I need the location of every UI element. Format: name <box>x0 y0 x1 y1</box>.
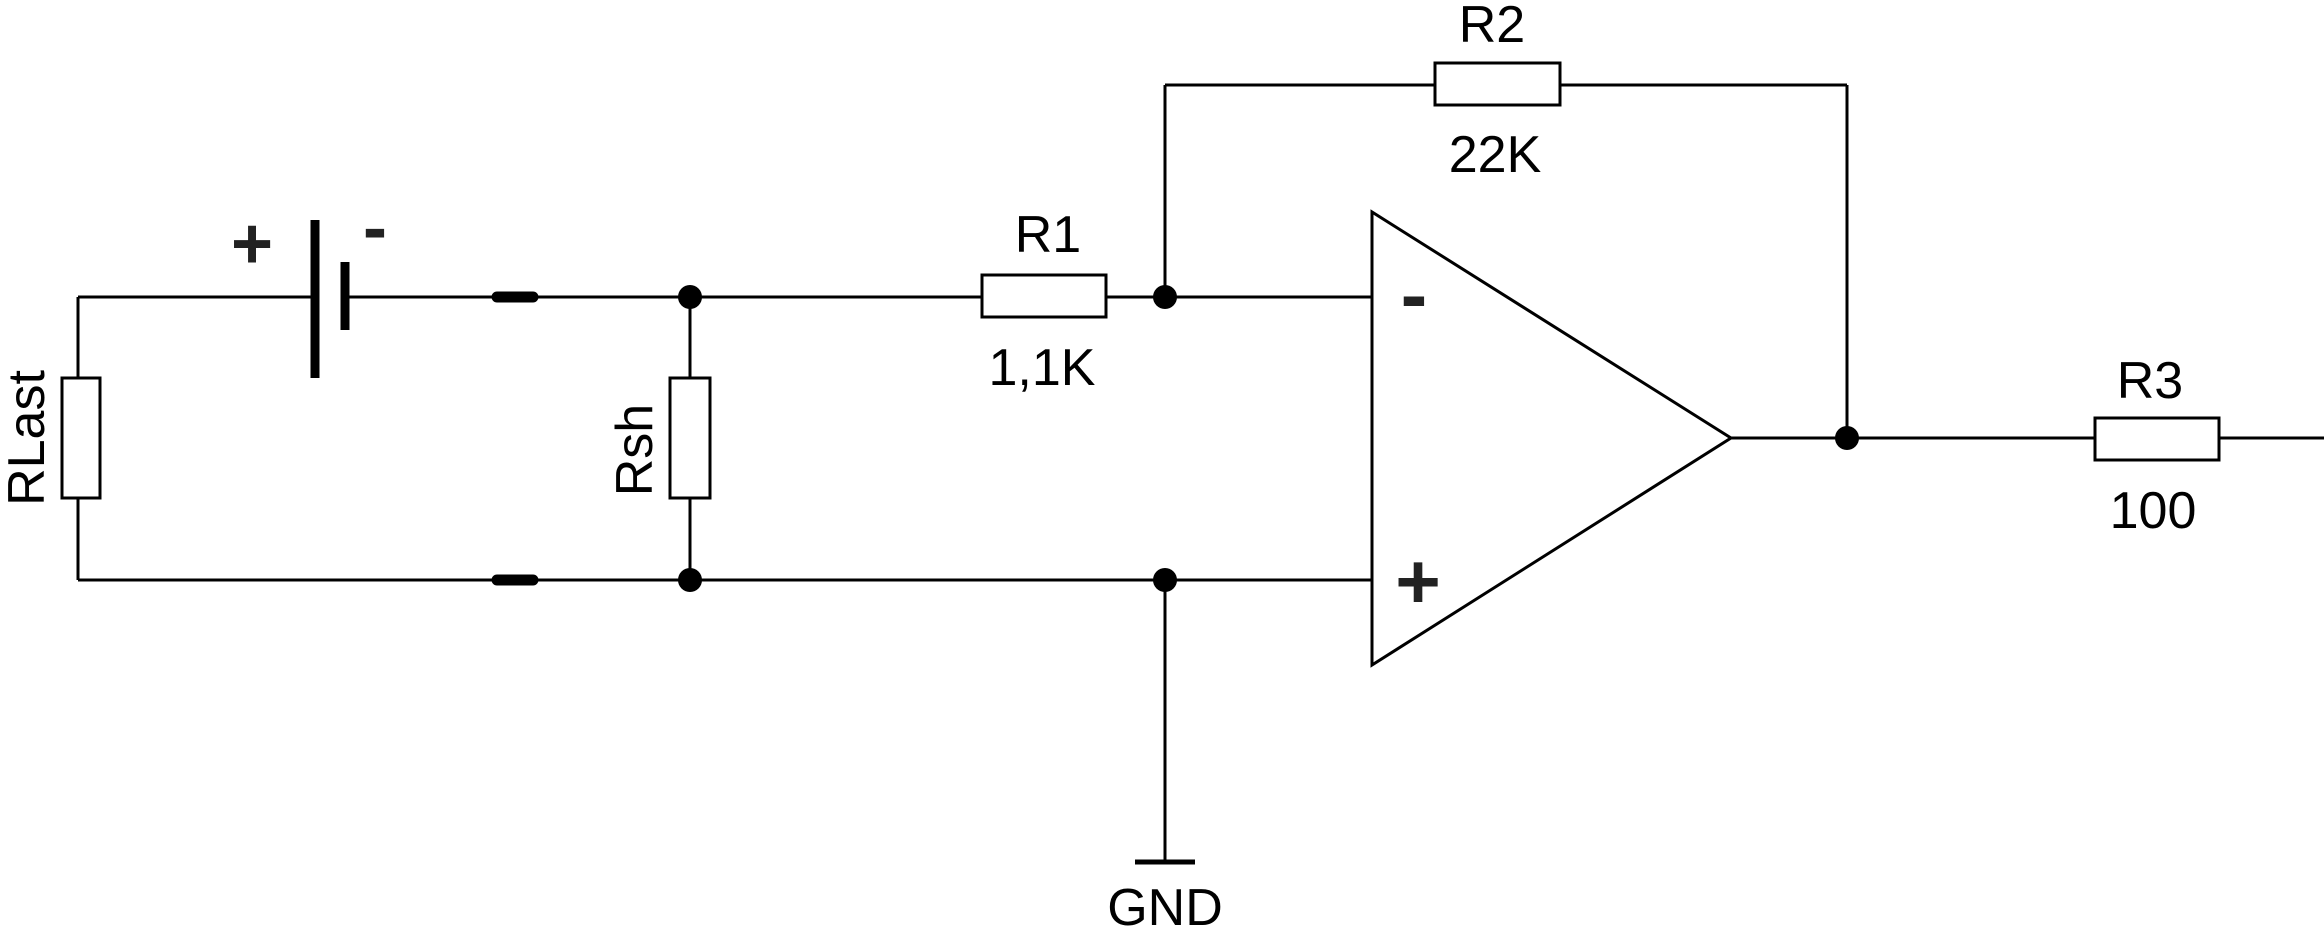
op-amp-inverting-sign: - <box>1401 250 1428 339</box>
wires <box>76 83 2324 865</box>
junction-dot <box>1153 285 1177 309</box>
ground-label: GND <box>1107 879 1223 931</box>
r2-value-label: 22K <box>1449 126 1542 184</box>
r3-name-label: R3 <box>2117 352 2183 410</box>
resistor-r3: R3 100 <box>2093 352 2221 540</box>
junctions <box>678 285 1859 592</box>
battery: + - <box>231 188 387 378</box>
resistor-rlast: RLast <box>0 370 102 506</box>
rsh-label: Rsh <box>606 404 664 496</box>
rlast-label: RLast <box>0 370 56 506</box>
junction-dot <box>1835 426 1859 450</box>
junction-dot <box>678 568 702 592</box>
junction-dot <box>1153 568 1177 592</box>
terminal-bars <box>491 291 539 586</box>
op-amp-triangle <box>1370 209 1734 668</box>
r3-value-label: 100 <box>2110 482 2197 540</box>
junction-dot <box>678 285 702 309</box>
op-amp: - + <box>1370 209 1734 668</box>
op-amp-noninverting-sign: + <box>1395 537 1441 625</box>
resistor-r1: R1 1,1K <box>980 206 1108 397</box>
r2-name-label: R2 <box>1459 0 1525 54</box>
r1-value-label: 1,1K <box>989 339 1096 397</box>
battery-minus-sign: - <box>363 188 387 268</box>
r1-name-label: R1 <box>1015 206 1081 264</box>
resistor-rsh: Rsh <box>606 376 712 500</box>
resistor-r2: R2 22K <box>1433 0 1562 184</box>
battery-plus-sign: + <box>231 204 273 284</box>
